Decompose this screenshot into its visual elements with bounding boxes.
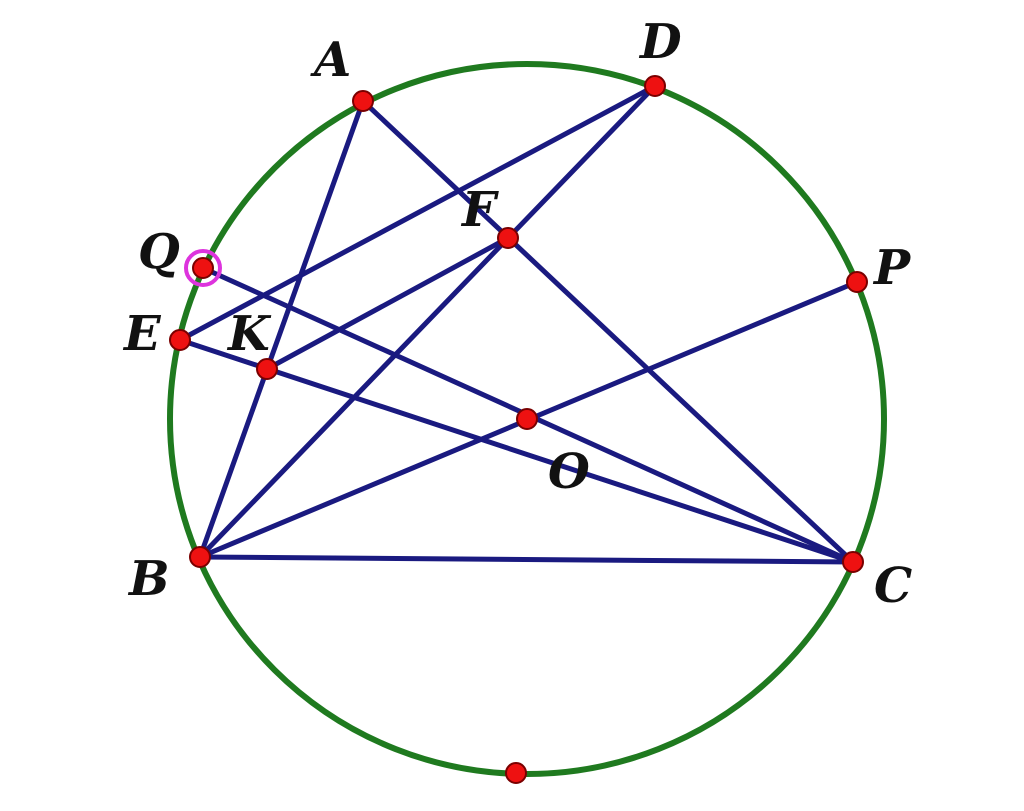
segment-E-D bbox=[177, 83, 658, 343]
circumcircle bbox=[167, 61, 887, 777]
label-P: P bbox=[872, 240, 912, 296]
label-K: K bbox=[226, 306, 272, 362]
segment-E-C bbox=[177, 337, 856, 565]
point-E[interactable] bbox=[169, 329, 191, 351]
point-K[interactable] bbox=[256, 358, 278, 380]
label-C: C bbox=[874, 558, 912, 614]
segment-A-B bbox=[197, 98, 366, 560]
point-C[interactable] bbox=[842, 551, 864, 573]
label-A: A bbox=[310, 32, 351, 88]
point-Q[interactable] bbox=[192, 257, 214, 279]
point-O[interactable] bbox=[516, 408, 538, 430]
segment-A-C bbox=[360, 98, 856, 565]
point-D[interactable] bbox=[644, 75, 666, 97]
point-B[interactable] bbox=[189, 546, 211, 568]
point-A[interactable] bbox=[352, 90, 374, 112]
point-Q-highlight-ring[interactable] bbox=[184, 249, 222, 287]
point-bottom[interactable] bbox=[505, 762, 527, 784]
label-O: O bbox=[548, 444, 590, 500]
label-Q: Q bbox=[138, 224, 180, 280]
segment-B-C bbox=[197, 554, 856, 565]
label-B: B bbox=[127, 551, 170, 607]
label-D: D bbox=[638, 14, 682, 70]
segment-D-B bbox=[197, 83, 658, 560]
point-P[interactable] bbox=[846, 271, 868, 293]
segment-K-F bbox=[264, 235, 511, 372]
label-E: E bbox=[122, 306, 162, 362]
point-F[interactable] bbox=[497, 227, 519, 249]
label-F: F bbox=[460, 182, 499, 238]
